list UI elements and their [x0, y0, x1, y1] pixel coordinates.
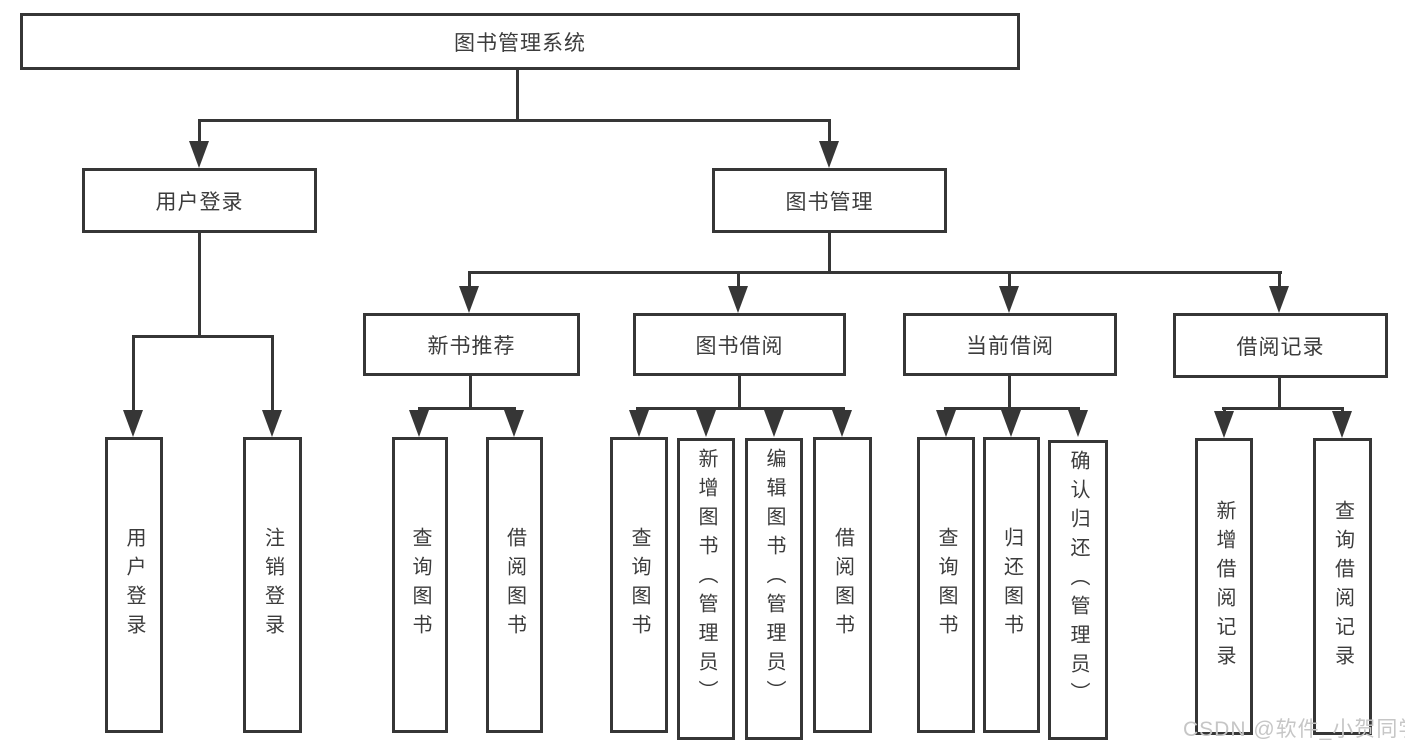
- connector-line: [636, 407, 845, 410]
- arrow-down-icon: [189, 141, 209, 168]
- leaf-user-login: 用户登录: [105, 437, 163, 733]
- connector-line: [271, 335, 274, 411]
- leaf-borrow-book: 借阅图书: [813, 437, 872, 733]
- arrow-down-icon: [1214, 411, 1234, 438]
- leaf-return-book-label: 归还图书: [1000, 527, 1023, 643]
- arrow-down-icon: [764, 410, 784, 437]
- arrow-down-icon: [728, 286, 748, 313]
- leaf-edit-book-admin: 编辑图书（管理员）: [745, 438, 803, 740]
- arrow-down-icon: [504, 410, 524, 437]
- leaf-query-book-recommend: 查询图书: [392, 437, 448, 733]
- connector-line: [828, 232, 831, 273]
- leaf-query-book-current: 查询图书: [917, 437, 975, 733]
- connector-line: [944, 407, 947, 412]
- leaf-query-borrow-record: 查询借阅记录: [1313, 438, 1372, 735]
- connector-line: [418, 407, 516, 410]
- leaf-query-book-borrow: 查询图书: [610, 437, 668, 733]
- connector-line: [1278, 378, 1281, 409]
- connector-line: [132, 335, 274, 338]
- connector-line: [772, 407, 775, 412]
- arrow-down-icon: [999, 286, 1019, 313]
- arrow-down-icon: [819, 141, 839, 168]
- connector-line: [418, 407, 421, 412]
- leaf-user-login-label: 用户登录: [123, 527, 145, 643]
- leaf-query-borrow-record-label: 查询借阅记录: [1331, 499, 1354, 674]
- connector-line: [1278, 271, 1281, 288]
- connector-line: [198, 119, 201, 142]
- arrow-down-icon: [696, 410, 716, 437]
- watermark: CSDN @软件_小贺同学: [1183, 718, 1405, 741]
- connector-line: [132, 335, 135, 411]
- connector-line: [738, 374, 741, 409]
- leaf-edit-book-admin-label: 编辑图书（管理员）: [763, 448, 785, 709]
- connector-line: [1008, 271, 1011, 288]
- arrow-down-icon: [1269, 286, 1289, 313]
- node-book-borrow-label: 图书借阅: [695, 334, 784, 358]
- leaf-logout-label: 注销登录: [261, 527, 284, 643]
- arrow-down-icon: [409, 410, 429, 437]
- leaf-add-book-admin: 新增图书（管理员）: [677, 438, 735, 740]
- node-root: 图书管理系统: [20, 13, 1020, 70]
- connector-line: [513, 407, 516, 412]
- connector-line: [198, 119, 831, 122]
- node-new-book-recommend-label: 新书推荐: [427, 334, 516, 358]
- leaf-query-book-borrow-label: 查询图书: [628, 527, 650, 643]
- connector-line: [737, 271, 740, 288]
- connector-line: [1222, 407, 1343, 410]
- node-book-borrow: 图书借阅: [633, 313, 846, 376]
- connector-line: [705, 407, 708, 412]
- leaf-confirm-return-admin-label: 确认归还（管理员）: [1067, 450, 1089, 711]
- connector-line: [198, 232, 201, 337]
- arrow-down-icon: [123, 410, 143, 437]
- node-borrow-records-label: 借阅记录: [1236, 335, 1325, 359]
- node-current-borrow-label: 当前借阅: [966, 334, 1054, 358]
- arrow-down-icon: [459, 286, 479, 313]
- connector-line: [1010, 407, 1013, 412]
- leaf-add-borrow-record-label: 新增借阅记录: [1213, 499, 1235, 674]
- arrow-down-icon: [936, 410, 956, 437]
- connector-line: [468, 271, 471, 288]
- node-user-login: 用户登录: [82, 168, 317, 233]
- connector-line: [468, 271, 1282, 274]
- node-current-borrow: 当前借阅: [903, 313, 1117, 376]
- arrow-down-icon: [629, 410, 649, 437]
- node-root-label: 图书管理系统: [454, 31, 586, 55]
- leaf-add-borrow-record: 新增借阅记录: [1195, 438, 1253, 735]
- connector-line: [1077, 407, 1080, 412]
- connector-line: [469, 375, 472, 409]
- connector-line: [637, 407, 640, 412]
- arrow-down-icon: [1001, 410, 1021, 437]
- connector-line: [1008, 374, 1011, 409]
- arrow-down-icon: [1068, 410, 1088, 437]
- node-new-book-recommend: 新书推荐: [363, 313, 580, 376]
- leaf-borrow-book-recommend-label: 借阅图书: [503, 527, 526, 643]
- node-borrow-records: 借阅记录: [1173, 313, 1388, 378]
- arrow-down-icon: [832, 410, 852, 437]
- node-user-login-label: 用户登录: [155, 190, 244, 214]
- connector-line: [1341, 407, 1344, 412]
- arrow-down-icon: [262, 410, 282, 437]
- connector-line: [841, 407, 844, 412]
- leaf-borrow-book-label: 借阅图书: [831, 527, 854, 643]
- connector-line: [1223, 407, 1226, 412]
- leaf-borrow-book-recommend: 借阅图书: [486, 437, 543, 733]
- arrow-down-icon: [1332, 411, 1352, 438]
- leaf-logout: 注销登录: [243, 437, 302, 733]
- node-book-management: 图书管理: [712, 168, 947, 233]
- leaf-query-book-current-label: 查询图书: [935, 527, 957, 643]
- connector-line: [516, 68, 519, 121]
- leaf-confirm-return-admin: 确认归还（管理员）: [1048, 440, 1108, 740]
- leaf-query-book-recommend-label: 查询图书: [409, 527, 431, 643]
- leaf-return-book: 归还图书: [983, 437, 1040, 733]
- leaf-add-book-admin-label: 新增图书（管理员）: [695, 448, 717, 709]
- connector-line: [828, 119, 831, 142]
- node-book-management-label: 图书管理: [785, 190, 874, 214]
